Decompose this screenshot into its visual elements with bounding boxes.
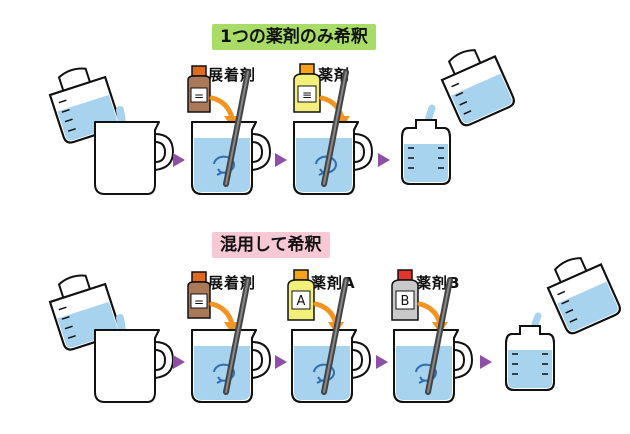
row2-fill-tank	[505, 247, 624, 391]
bottle-label-spreader-row2: 展着剤	[208, 274, 257, 292]
step-arrow	[173, 153, 185, 167]
title-mixed-dilution: 混用して希釈	[212, 232, 330, 258]
step-arrow	[376, 355, 388, 369]
bottle-label-spreader-row1: 展着剤	[208, 66, 257, 84]
step-arrow	[275, 355, 287, 369]
row1-add-chemical: ≡	[293, 63, 373, 195]
row2-add-chemical-a: A	[287, 269, 371, 403]
bottle-mark: =	[194, 295, 204, 309]
step-arrow	[275, 153, 287, 167]
row1-add-spreader: =	[187, 65, 271, 195]
bottle-label-chemical-row1: 薬剤	[318, 66, 351, 84]
row2-pour-water	[43, 266, 174, 403]
step-arrow	[480, 355, 492, 369]
title-single-dilution: 1つの薬剤のみ希釈	[212, 24, 376, 50]
step-arrow	[173, 355, 185, 369]
row1-pour-water	[43, 59, 174, 195]
step-arrow	[378, 153, 390, 167]
row2-add-spreader: =	[187, 271, 271, 403]
bottle-mark: B	[401, 294, 410, 309]
bottle-mark: =	[194, 89, 204, 103]
bottle-mark: ≡	[302, 88, 312, 102]
row1-fill-tank	[401, 39, 518, 185]
bottle-mark: A	[297, 294, 306, 309]
row2-add-chemical-b: B	[391, 269, 473, 403]
